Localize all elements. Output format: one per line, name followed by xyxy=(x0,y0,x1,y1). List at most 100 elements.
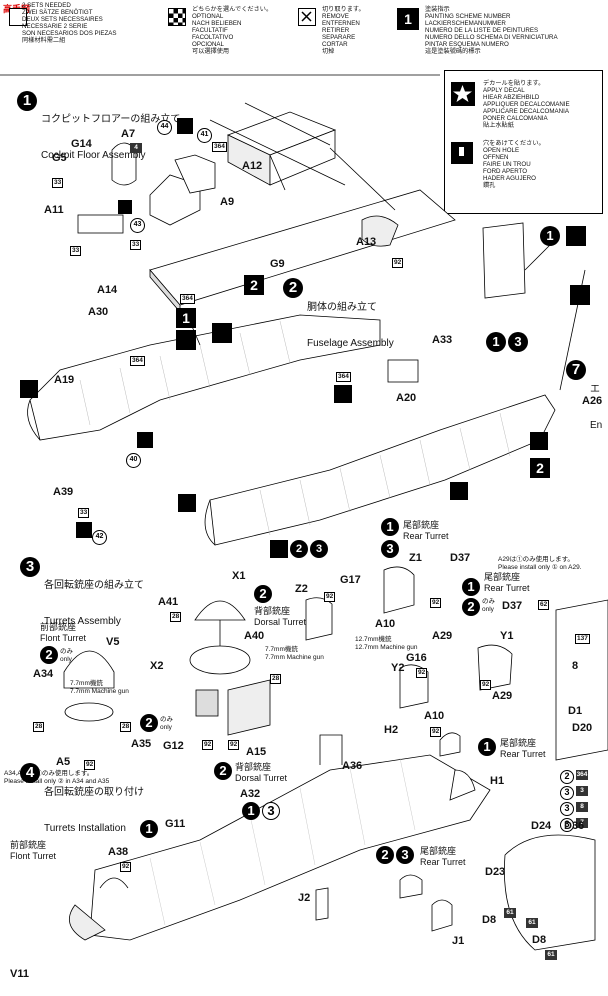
paint-scheme-1-icon: 1 xyxy=(176,308,196,328)
part-A15: A15 xyxy=(246,746,267,758)
part-A10b: A10 xyxy=(424,710,445,722)
code-40: 40 xyxy=(126,453,141,468)
scheme-2-icon: 2 xyxy=(254,585,272,603)
part-Y1: Y1 xyxy=(500,630,514,642)
scheme-13: 1 3 xyxy=(486,332,528,352)
front-turret-label: 前部銃座 Flont Turret xyxy=(40,622,87,643)
part-A39: A39 xyxy=(53,486,74,498)
part-X1: X1 xyxy=(232,570,246,582)
code-28d: 28 xyxy=(120,722,132,732)
step-1-title-jp: コクピットフロアーの組み立て xyxy=(41,114,181,125)
code-92a: 92 xyxy=(392,258,404,268)
remove-icon xyxy=(298,8,316,26)
rear-turret-label-a: 尾部銃座 Rear Turret xyxy=(403,520,449,541)
open-hole-icon xyxy=(530,432,548,450)
code-92h: 92 xyxy=(480,680,492,690)
step-2-title-jp: 胴体の組み立て xyxy=(307,302,377,313)
code-92j: 92 xyxy=(120,862,132,872)
part-G17: G17 xyxy=(340,574,361,586)
step-3-title: 各回転銃座の組み立て Turrets Assembly xyxy=(44,556,144,640)
open-hole-icon xyxy=(334,385,352,403)
scheme-hole-23: 2 3 xyxy=(270,540,328,558)
legend-optional: どちらかを選んでください。 OPTIONAL NACH BELIEBEN FAC… xyxy=(192,6,273,55)
part-E8: 8 xyxy=(572,660,579,672)
code-61c: 61 xyxy=(545,950,557,960)
part-A19: A19 xyxy=(54,374,75,386)
code-4: 4 xyxy=(130,143,142,153)
scheme-1-icon: 1 xyxy=(462,578,480,596)
front-turret-label-b: 前部銃座 Flont Turret xyxy=(10,840,57,861)
open-hole-icon xyxy=(212,323,232,343)
step-7-title-jp: エ xyxy=(590,384,600,395)
scheme-2-icon: 2 xyxy=(40,646,58,664)
optional-icon xyxy=(168,8,186,26)
only-label-b: のみ only xyxy=(160,716,173,731)
code-33a: 33 xyxy=(52,178,64,188)
code-43: 43 xyxy=(130,218,145,233)
code-44: 44 xyxy=(157,120,172,135)
part-G16: G16 xyxy=(406,652,427,664)
scheme-23-b: 2 3 xyxy=(376,846,414,864)
part-A11: A11 xyxy=(44,204,64,216)
code-364c: 364 xyxy=(130,356,145,366)
code-62: 62 xyxy=(538,600,550,610)
scheme-2-icon: 2 xyxy=(140,714,158,732)
part-A10: A10 xyxy=(375,618,396,630)
part-A9: A9 xyxy=(220,196,235,208)
part-D24: D24 xyxy=(531,820,552,832)
code-33d: 33 xyxy=(78,508,90,518)
part-A12: A12 xyxy=(242,160,263,172)
code-364d: 364 xyxy=(336,372,351,382)
code-61b: 61 xyxy=(526,918,538,928)
scheme-2-icon: 2 xyxy=(462,598,480,616)
part-A20: A20 xyxy=(396,392,417,404)
open-hole-icon xyxy=(451,142,473,164)
decal-star-icon xyxy=(76,522,92,538)
rear-turret-label-b: 尾部銃座 Rear Turret xyxy=(484,572,530,593)
two-sets-icon xyxy=(9,8,27,26)
step-1-title: コクピットフロアーの組み立て Cockpit Floor Assembly xyxy=(41,90,180,174)
step-3-title-jp: 各回転銃座の組み立て xyxy=(44,580,144,591)
part-Z2: Z2 xyxy=(295,583,308,595)
part-A26: A26 xyxy=(582,395,603,407)
dorsal-turret-label: 背部銃座 Dorsal Turret xyxy=(254,606,307,627)
open-hole-icon xyxy=(178,494,196,512)
part-A33: A33 xyxy=(432,334,453,346)
part-H1: H1 xyxy=(490,775,505,787)
part-D8b: D8 xyxy=(532,934,547,946)
step-3-badge: 3 xyxy=(20,557,40,577)
mg127-label: 12.7mm機銃 12.7mm Machine gun xyxy=(355,636,418,651)
scheme-1-icon: 1 xyxy=(381,518,399,536)
step-4-title: 各回転銃座の取り付け Turrets Installation xyxy=(44,763,144,847)
scheme-1-icon: 1 xyxy=(140,820,158,838)
part-A30: A30 xyxy=(88,306,109,318)
part-J2: J2 xyxy=(298,892,311,904)
step-4-title-jp: 各回転銃座の取り付け xyxy=(44,787,144,798)
remove-icon xyxy=(570,285,590,305)
step-1-badge: 1 xyxy=(17,91,37,111)
part-Z1: Z1 xyxy=(409,552,422,564)
step-7-badge: 7 xyxy=(566,360,586,380)
legend-hole: 穴をあけてください。 OPEN HOLE OFFNEN FAIRE UN TRO… xyxy=(483,140,545,189)
part-D20: D20 xyxy=(572,722,593,734)
tail-scheme-icons: 1 xyxy=(540,226,586,246)
scheme-3-icon: 3 xyxy=(381,540,399,558)
code-92d: 92 xyxy=(84,760,96,770)
scheme-2-icon: 2 xyxy=(214,762,232,780)
open-hole-icon xyxy=(176,330,196,350)
part-G14: G14 xyxy=(71,138,92,150)
part-A34: A34 xyxy=(33,668,54,680)
part-G5: G5 xyxy=(52,152,67,164)
part-A14: A14 xyxy=(97,284,118,296)
part-D23: D23 xyxy=(485,866,506,878)
code-364b: 364 xyxy=(180,294,195,304)
step-4-title-en: Turrets Installation xyxy=(44,823,126,834)
part-H2: H2 xyxy=(384,724,399,736)
part-A35: A35 xyxy=(131,738,152,750)
part-D1: D1 xyxy=(568,705,583,717)
open-hole-icon xyxy=(450,482,468,500)
painting-number-icon: 1 xyxy=(397,8,419,30)
code-28b: 28 xyxy=(270,674,282,684)
